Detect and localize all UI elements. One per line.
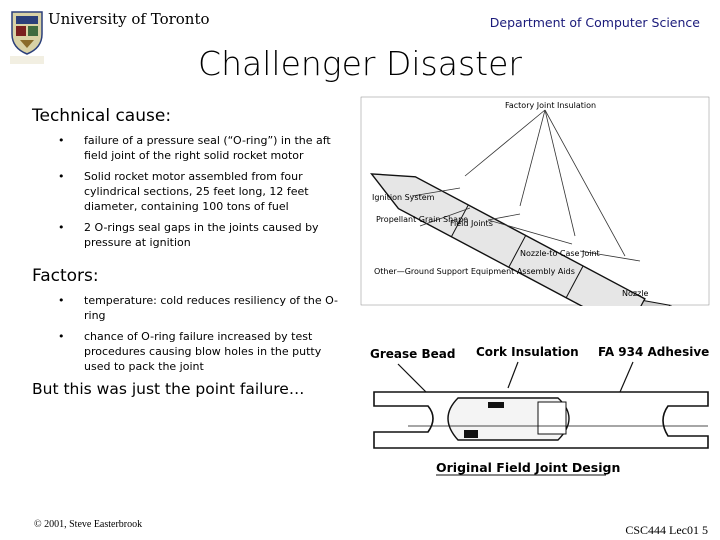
ignition-label: Ignition System	[372, 193, 435, 202]
cork-insulation-label: Cork Insulation	[476, 345, 579, 359]
list-item: 2 O-rings seal gaps in the joints caused…	[56, 220, 348, 250]
ground-support-label: Other—Ground Support Equipment Assembly …	[374, 267, 575, 276]
copyright-footer: © 2001, Steve Easterbrook	[34, 519, 143, 530]
point-failure-heading: But this was just the point failure…	[32, 380, 305, 398]
technical-cause-heading: Technical cause:	[32, 106, 172, 126]
technical-cause-list: failure of a pressure seal (“O-ring”) in…	[56, 133, 348, 256]
field-joints-label: Field Joints	[450, 219, 493, 228]
factors-heading: Factors:	[32, 266, 99, 286]
factory-joint-label: Factory Joint Insulation	[505, 101, 596, 110]
list-item: chance of O-ring failure increased by te…	[56, 329, 348, 374]
list-item: Solid rocket motor assembled from four c…	[56, 169, 348, 214]
department-name: Department of Computer Science	[489, 15, 700, 30]
field-joint-diagram: Grease Bead Cork Insulation FA 934 Adhes…	[370, 345, 709, 476]
university-name: University of Toronto	[48, 10, 210, 28]
list-item: failure of a pressure seal (“O-ring”) in…	[56, 133, 348, 163]
nozzle-label: Nozzle	[622, 289, 649, 298]
list-item: temperature: cold reduces resiliency of …	[56, 293, 348, 323]
course-footer: CSC444 Lec01 5	[625, 523, 708, 537]
university-crest-icon	[10, 11, 44, 64]
rocket-diagram: Factory Joint Insulation Ignition System…	[360, 96, 710, 306]
joint-caption: Original Field Joint Design	[436, 460, 620, 475]
fa-adhesive-label: FA 934 Adhesive	[598, 345, 709, 359]
propellant-label: Propellant Grain Shape	[376, 215, 468, 224]
slide-title: Challenger Disaster	[198, 44, 522, 83]
grease-bead-label: Grease Bead	[370, 347, 455, 361]
factors-list: temperature: cold reduces resiliency of …	[56, 293, 348, 380]
nozzle-case-label: Nozzle-to Case Joint	[520, 249, 600, 258]
